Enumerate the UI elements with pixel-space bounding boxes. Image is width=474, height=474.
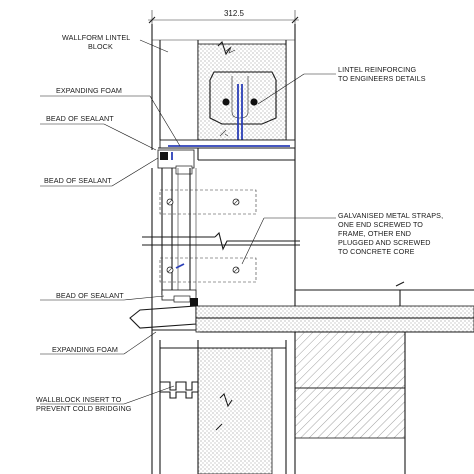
labels: WALLFORM LINTEL BLOCK EXPANDING FOAM BEA… xyxy=(36,33,443,413)
label-bead-of-sealant-3: BEAD OF SEALANT xyxy=(56,291,124,300)
dimension-312-5: 312.5 xyxy=(148,9,299,30)
label-galvanised-straps-4: PLUGGED AND SCREWED xyxy=(338,238,431,247)
label-lintel-reinforcing-1: LINTEL REINFORCING xyxy=(338,65,417,74)
galvanised-straps xyxy=(159,152,257,283)
break-lines xyxy=(142,40,300,251)
lintel-block xyxy=(197,43,287,146)
label-bead-of-sealant-1: BEAD OF SEALANT xyxy=(46,114,114,123)
rebar-right xyxy=(250,98,258,106)
leader-lines xyxy=(40,39,336,405)
label-lintel-reinforcing-2: TO ENGINEERS DETAILS xyxy=(338,74,426,83)
label-wallform-lintel-1: WALLFORM LINTEL xyxy=(62,33,130,42)
label-wallblock-insert-2: PREVENT COLD BRIDGING xyxy=(36,404,132,413)
window-sill xyxy=(129,289,200,331)
rebar-left xyxy=(222,98,230,106)
floor-slab xyxy=(195,281,474,333)
label-galvanised-straps-1: GALVANISED METAL STRAPS, xyxy=(338,211,443,220)
label-galvanised-straps-2: ONE END SCREWED TO xyxy=(338,220,423,229)
label-expanding-foam-top: EXPANDING FOAM xyxy=(56,86,122,95)
frame-jamb xyxy=(151,168,197,330)
label-wallblock-insert-1: WALLBLOCK INSERT TO xyxy=(36,395,122,404)
label-wallform-lintel-2: BLOCK xyxy=(88,42,113,51)
window-frame-head xyxy=(157,139,296,175)
label-galvanised-straps-5: TO CONCRETE CORE xyxy=(338,247,415,256)
lower-wall xyxy=(159,331,406,474)
label-galvanised-straps-3: FRAME, OTHER END xyxy=(338,229,411,238)
label-expanding-foam-bottom: EXPANDING FOAM xyxy=(52,345,118,354)
dimension-text: 312.5 xyxy=(224,9,245,18)
label-bead-of-sealant-2: BEAD OF SEALANT xyxy=(44,176,112,185)
